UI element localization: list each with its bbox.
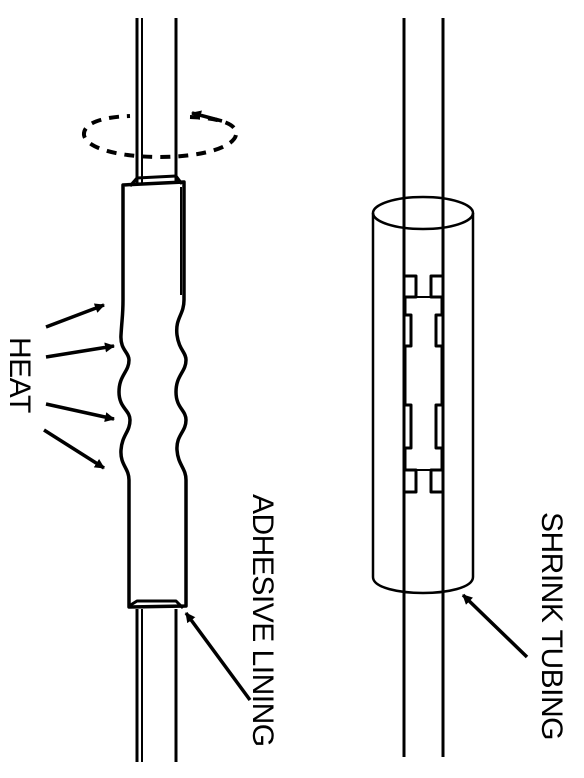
shrink-tubing-label: SHRINK TUBING (535, 512, 568, 740)
shrink-tubing-sleeve (371, 195, 475, 595)
heat-label: HEAT (3, 337, 36, 413)
upper-conductor-stub (128, 174, 184, 187)
shrink-tubing-leader (461, 593, 529, 659)
unshrunk-splice-assembly (371, 18, 529, 757)
lower-wire-left (135, 609, 178, 762)
adhesive-lining-leader (184, 611, 252, 702)
upper-wire-left (135, 18, 178, 183)
shrunk-splice-assembly (43, 18, 252, 762)
lower-conductor-stub (128, 599, 185, 610)
rotation-arrow-icon (82, 110, 239, 159)
heat-arrows (43, 303, 115, 470)
shrunk-tubing (117, 180, 188, 609)
crimp-splice (403, 274, 418, 494)
adhesive-lining-label: ADHESIVE LINING (246, 494, 279, 747)
